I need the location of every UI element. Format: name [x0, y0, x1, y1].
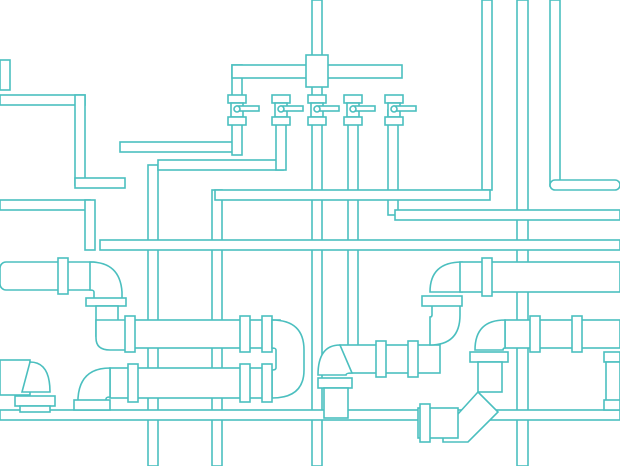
- valve-stem: [390, 105, 398, 113]
- valve-stem: [313, 105, 321, 113]
- valve-nut: [271, 116, 291, 126]
- valve-nut: [384, 116, 404, 126]
- valve-nut: [343, 94, 363, 104]
- valve-nut: [343, 116, 363, 126]
- valve-nut: [307, 94, 327, 104]
- valve-nut: [227, 116, 247, 126]
- valves: [227, 94, 417, 126]
- valve-stem: [277, 105, 285, 113]
- valve-nut: [307, 116, 327, 126]
- valve-nut: [271, 94, 291, 104]
- valve-nut: [384, 94, 404, 104]
- valve-stem: [233, 105, 241, 113]
- valve-stem: [349, 105, 357, 113]
- valve-nut: [227, 94, 247, 104]
- large-pipes: [0, 257, 620, 443]
